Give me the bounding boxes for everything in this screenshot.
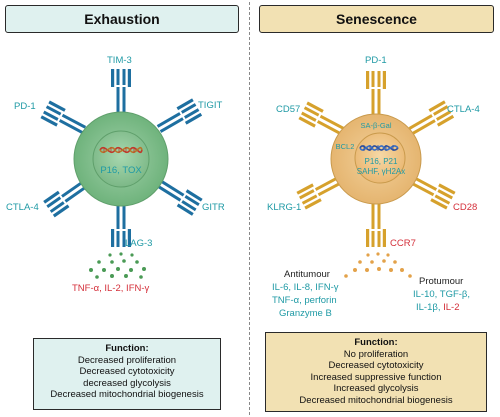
sa-gal-label: SA-β-Gal — [361, 121, 392, 130]
exhaustion-nucleus — [92, 130, 150, 188]
ccr7-receptor — [366, 203, 386, 247]
exhaustion-function-item: decreased glycolysis — [83, 377, 171, 389]
pd1-receptor-right — [366, 71, 386, 115]
senescence-function-title: Function: — [354, 337, 398, 348]
senescence-function-item: No proliferation — [343, 348, 409, 360]
exhaustion-function-box: Function: Decreased proliferation Decrea… — [33, 338, 221, 410]
label-pd1-left: PD-1 — [14, 101, 36, 112]
senescence-title: Senescence — [259, 5, 494, 33]
dna-icon — [99, 146, 143, 154]
label-tim3: TIM-3 — [107, 55, 132, 66]
label-gitr: GITR — [202, 202, 225, 213]
label-tigit: TIGIT — [198, 100, 223, 111]
protumour-il1b: IL-1β, — [416, 302, 441, 313]
senescence-function-item: Increased glycolysis — [333, 383, 419, 394]
senescence-cytokine-dots — [344, 252, 412, 278]
label-ctla4-right: CTLA-4 — [447, 104, 480, 115]
senescence-function-item: Decreased mitochondrial biogenesis — [299, 394, 453, 406]
protumour-line1: IL-10, TGF-β, — [413, 289, 471, 300]
label-klrg1: KLRG-1 — [267, 202, 302, 213]
exhaustion-function-item: Decreased proliferation — [77, 354, 177, 366]
label-cd57: CD57 — [276, 104, 301, 115]
protumour-title: Protumour — [419, 276, 464, 287]
tigit-receptor — [154, 98, 203, 138]
exhaustion-cytokines: TNF-α, IL-2, IFN-γ — [72, 283, 150, 294]
dna-icon-right — [359, 145, 399, 151]
label-ccr7: CCR7 — [390, 238, 416, 249]
antitumour-line2: TNF-α, perforin — [272, 295, 337, 306]
senescence-nucleus-line1: P16, P21 — [365, 157, 398, 166]
senescence-function-item: Increased suppressive function — [310, 371, 442, 383]
exhaustion-cytokine-dots — [89, 252, 146, 279]
label-cd28: CD28 — [453, 202, 478, 213]
antitumour-line1: IL-6, IL-8, IFN-γ — [272, 282, 339, 293]
protumour-line2: IL-1β, IL-2 — [416, 302, 460, 313]
senescence-nucleus — [354, 132, 406, 184]
protumour-il2: IL-2 — [443, 302, 460, 313]
bcl2-label: BCL2 — [336, 142, 355, 151]
exhaustion-function-title: Function: — [105, 343, 149, 354]
label-ctla4-left: CTLA-4 — [6, 202, 39, 213]
antitumour-title: Antitumour — [284, 269, 330, 280]
senescence-function-item: Decreased cytotoxicity — [328, 360, 424, 371]
panel-divider — [249, 2, 250, 415]
senescence-function-box: Function: No proliferation Decreased cyt… — [265, 332, 487, 412]
label-pd1-right: PD-1 — [365, 55, 387, 66]
antitumour-line3: Granzyme B — [279, 308, 332, 319]
exhaustion-nucleus-text: P16, TOX — [100, 165, 142, 176]
label-lag3: LAG-3 — [125, 238, 153, 249]
senescence-nucleus-line2: SAHF, γH2Ax — [357, 167, 405, 176]
tim3-receptor — [111, 69, 131, 113]
exhaustion-title: Exhaustion — [5, 5, 239, 33]
exhaustion-function-item: Decreased cytotoxicity — [79, 366, 175, 377]
exhaustion-function-item: Decreased mitochondrial biogenesis — [50, 389, 204, 400]
